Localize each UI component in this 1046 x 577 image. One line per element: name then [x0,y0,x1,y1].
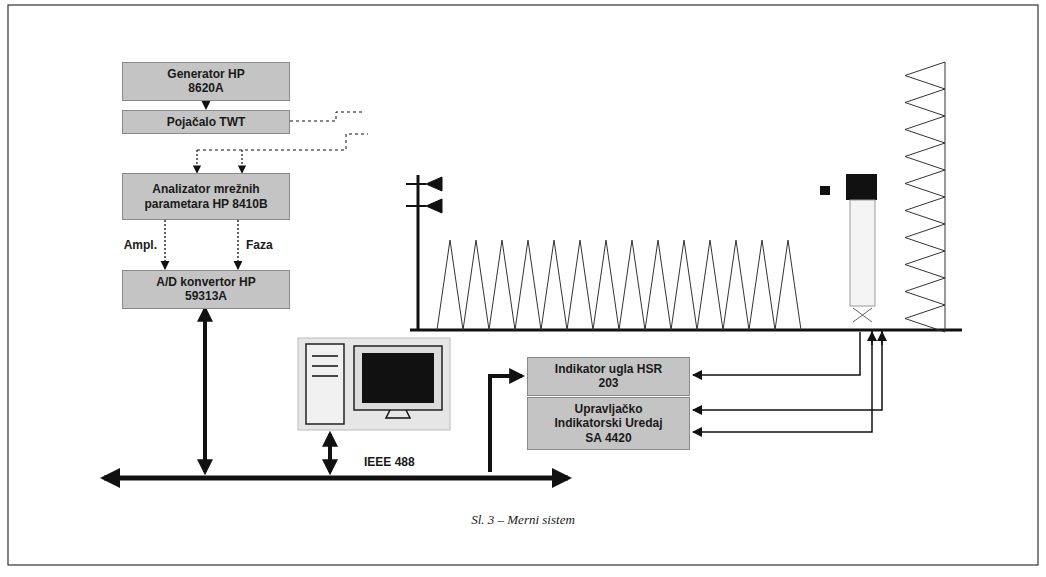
instrument-box: Pojačalo TWT [122,110,290,134]
cable [693,330,882,410]
instrument-box: Indikator ugla HSR 203 [527,357,690,396]
cable [881,332,883,345]
box-label: Indikator ugla HSR 203 [554,362,664,391]
instrument-box: Generator HP 8620A [122,62,290,101]
cable [871,332,873,345]
monitor-screen [362,353,434,403]
positioner-column [850,200,875,306]
cable [693,330,872,432]
positioner-base [853,308,872,322]
rf-line [241,150,242,173]
signal-label: Faza [244,238,275,252]
instrument-box: Analizator mrežnih parametara HP 8410B [122,173,290,220]
ground-line [410,329,962,332]
box-label: Analizator mrežnih parametara HP 8410B [141,182,271,211]
antenna-arm [406,205,426,207]
computer-panel [298,338,450,430]
rf-line [197,134,368,150]
instrument-box: Upravljačko Indikatorski Uredaj SA 4420 [527,397,690,450]
antenna-mast [417,175,420,330]
horn-antenna [426,199,442,213]
figure-caption: Sl. 3 – Merni sistem [471,512,575,528]
drive-bay [312,375,338,377]
rf-line [290,112,362,121]
signal-connector [205,101,206,109]
absorber [437,240,801,330]
drive-bay [312,355,338,357]
bus-link [490,376,522,472]
computer-tower [306,344,344,424]
box-label: Pojačalo TWT [167,115,246,129]
illustration [8,5,1038,565]
ieee-bus [104,476,568,481]
receive-horn [820,186,830,195]
absorber-wall [905,62,945,332]
bus-link [328,434,332,472]
instrument-box: A/D konvertor HP 59313A [122,270,290,309]
box-label: Generator HP 8620A [158,67,254,96]
box-label: Upravljačko Indikatorski Uredaj SA 4420 [554,402,664,445]
signal-connector [164,220,165,269]
bus-link [203,309,207,472]
drive-bay [312,365,338,367]
positioner-head [846,174,877,200]
bus-label: IEEE 488 [362,455,417,469]
signal-connector [237,220,238,269]
antenna-arm [406,183,426,185]
box-label: A/D konvertor HP 59313A [151,275,261,304]
monitor-stand [386,410,410,418]
monitor [354,346,442,410]
positioner-base [853,308,872,322]
rf-line [196,150,197,173]
figure-frame [8,5,1038,565]
absorber-wall [945,62,946,332]
cable [693,332,860,375]
horn-antenna [426,177,442,191]
signal-label: Ampl. [122,238,159,252]
